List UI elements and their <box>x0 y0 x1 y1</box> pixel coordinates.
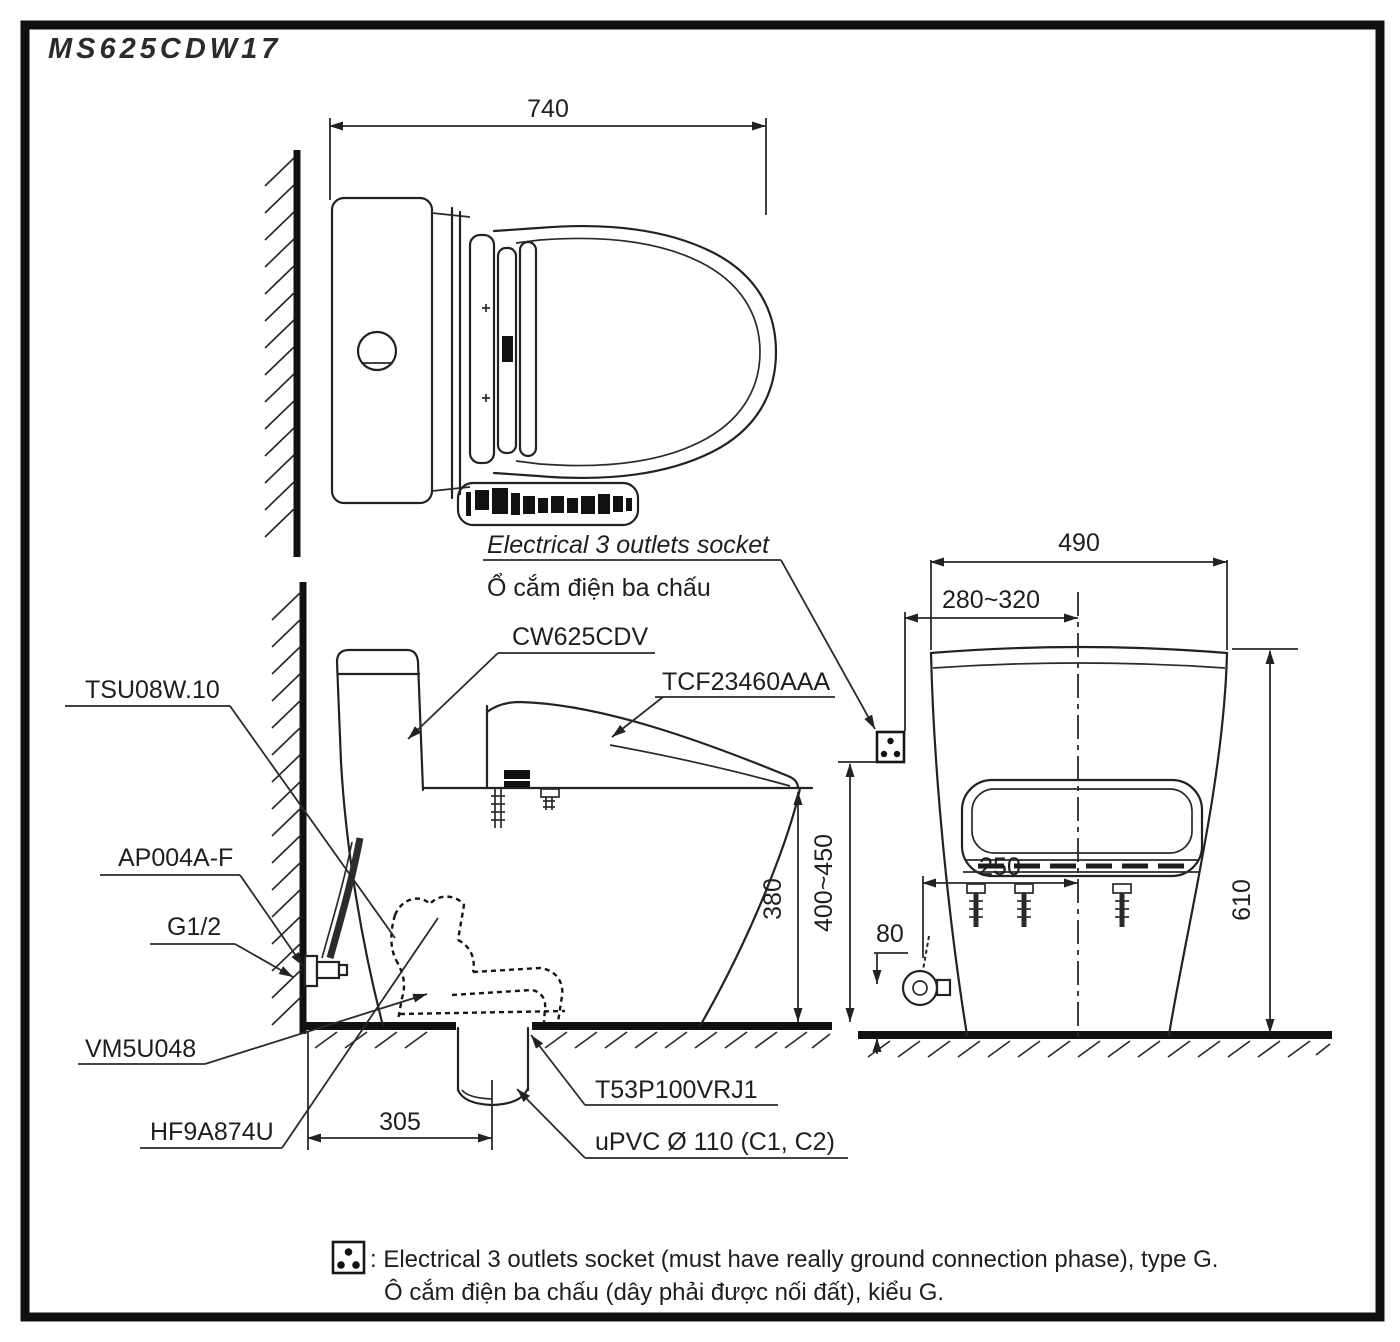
dim-280-320-text: 280~320 <box>942 586 1040 614</box>
top-view: 740 <box>264 95 778 557</box>
svg-text:AP004A-F: AP004A-F <box>118 844 233 872</box>
dim-610-text: 610 <box>1228 879 1256 921</box>
angle-valve <box>303 954 349 988</box>
seat-bolts <box>966 883 1132 927</box>
dim-380-text: 380 <box>759 878 787 920</box>
svg-text:T53P100VRJ1: T53P100VRJ1 <box>595 1076 758 1104</box>
plus-marks <box>482 304 490 402</box>
dim-400-450-text: 400~450 <box>810 834 838 932</box>
drawing-title: MS625CDW17 <box>48 33 281 65</box>
dim-740-text: 740 <box>527 95 569 123</box>
dim-305: 305 <box>307 1032 493 1150</box>
svg-text:VM5U048: VM5U048 <box>85 1035 196 1063</box>
label-angle-valve: AP004A-F <box>100 844 304 967</box>
label-tank: CW625CDV <box>407 623 655 740</box>
dim-250-text: 250 <box>979 853 1021 881</box>
footnote-en: : Electrical 3 outlets socket (must have… <box>370 1246 1218 1273</box>
toilet-rear-outline <box>929 645 1229 1037</box>
dim-740: 740 <box>329 95 767 215</box>
wall-hatching <box>264 157 295 538</box>
lid-stack-plan <box>468 233 538 465</box>
wall-hatching <box>271 591 302 1026</box>
mounting-bolt <box>491 788 505 828</box>
dim-80: 80 <box>872 920 908 1054</box>
footnote-vi: Ô cắm điện ba chấu (dây phải được nối đấ… <box>384 1278 944 1306</box>
floor-hatching <box>314 1031 831 1049</box>
power-socket-icon <box>331 1240 366 1275</box>
label-supply: TSU08W.10 <box>65 676 396 939</box>
supply-hose <box>321 837 364 959</box>
bowl-outline-outer <box>492 224 778 480</box>
hidden-trap <box>390 895 566 1023</box>
dim-610: 610 <box>1228 648 1298 1033</box>
dim-490-text: 490 <box>1058 529 1100 557</box>
svg-text:TSU08W.10: TSU08W.10 <box>85 676 220 704</box>
footnote: : Electrical 3 outlets socket (must have… <box>331 1240 1218 1306</box>
svg-text:TCF23460AAA: TCF23460AAA <box>662 668 830 696</box>
svg-text:HF9A874U: HF9A874U <box>150 1118 274 1146</box>
label-seat-unit: TCF23460AAA <box>611 668 835 738</box>
remote-control <box>456 481 640 527</box>
tank-button <box>356 330 398 372</box>
label-drain-pipe: uPVC Ø 110 (C1, C2) <box>516 1088 848 1159</box>
socket-callout-vi: Ổ cắm điện ba chấu <box>487 572 711 602</box>
svg-text:uPVC Ø 110 (C1, C2): uPVC Ø 110 (C1, C2) <box>595 1128 835 1156</box>
dim-250: 250 <box>922 853 1078 958</box>
svg-text:G1/2: G1/2 <box>167 913 221 941</box>
rear-valve <box>901 935 952 1007</box>
drain-pipe <box>456 1026 530 1107</box>
dim-80-text: 80 <box>876 920 904 948</box>
dim-490: 490 <box>930 529 1228 650</box>
label-connector: VM5U048 <box>78 993 428 1065</box>
socket-callout: Electrical 3 outlets socket Ổ cắm điện b… <box>483 531 876 730</box>
sheet-border <box>20 20 1385 1322</box>
socket-callout-en: Electrical 3 outlets socket <box>487 531 770 559</box>
bowl-outline-inner <box>515 237 761 467</box>
dim-400-450: 400~450 <box>810 761 877 1022</box>
label-thread: G1/2 <box>150 913 294 978</box>
label-hose: HF9A874U <box>140 917 439 1149</box>
svg-text:CW625CDV: CW625CDV <box>512 623 648 651</box>
rear-view: 490 280~320 610 250 80 <box>858 529 1332 1058</box>
mounting-bolt <box>540 788 560 810</box>
tank-plan <box>330 196 434 505</box>
dim-305-text: 305 <box>379 1108 421 1136</box>
dim-280-320: 280~320 <box>904 586 1078 731</box>
label-flange: T53P100VRJ1 <box>530 1034 778 1106</box>
dim-380: 380 <box>759 791 803 1022</box>
power-socket-icon <box>875 730 906 764</box>
part-labels: TSU08W.10 CW625CDV TCF23460AAA AP004A-F … <box>65 623 848 1159</box>
toilet-profile <box>335 648 814 1028</box>
floor-hatching <box>867 1040 1331 1058</box>
